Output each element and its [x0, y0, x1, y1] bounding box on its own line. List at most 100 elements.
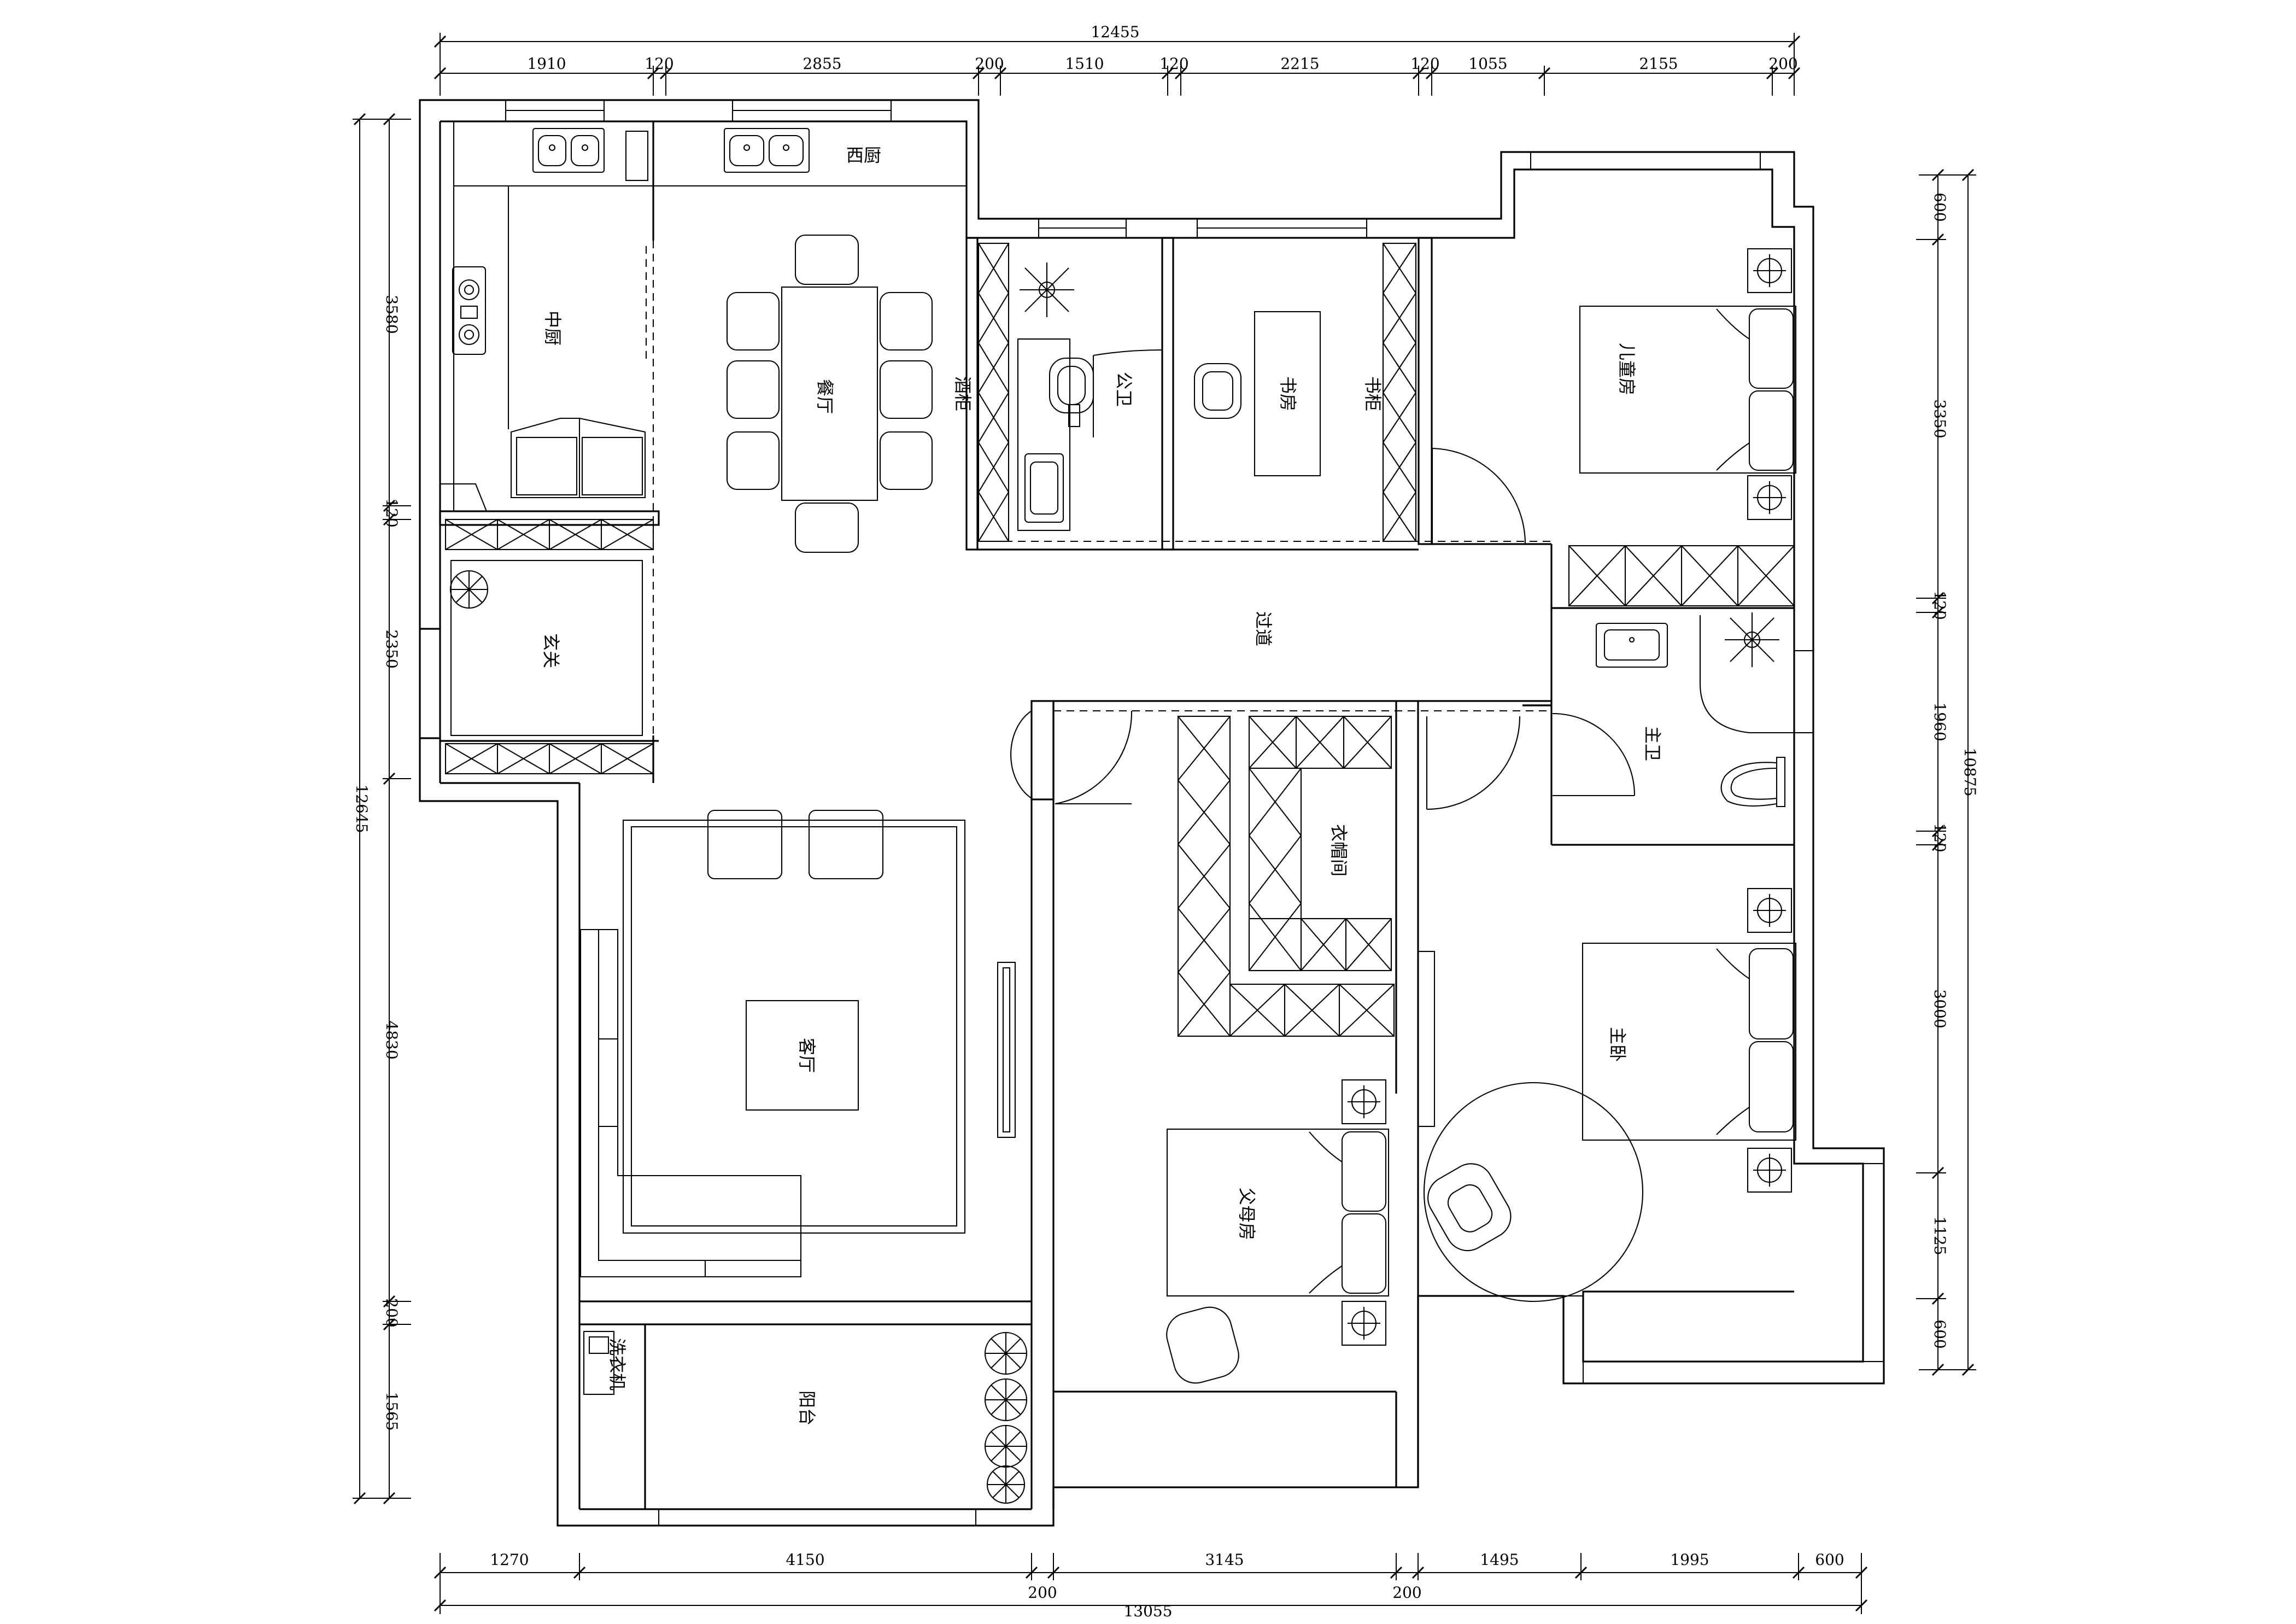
- windows: [505, 99, 1885, 1527]
- dim-bottom-1: 1270: [490, 1551, 529, 1569]
- dim-top-11: 200: [1768, 55, 1797, 73]
- dim-right-6: 3000: [1931, 989, 1949, 1028]
- dimension-texts: 12455 1910 120 2855 200 1510 120 2215 12…: [353, 23, 1979, 1620]
- shower-icon: [1725, 612, 1779, 667]
- dim-bottom-5: 1995: [1670, 1551, 1709, 1569]
- dim-right-3: 120: [1931, 591, 1949, 620]
- room-label-washer: 洗衣机: [607, 1338, 628, 1391]
- armchair-icon: [707, 809, 884, 880]
- carpet-icon: [622, 819, 966, 1234]
- dim-right-1: 600: [1931, 192, 1949, 221]
- dim-right-7: 1125: [1931, 1216, 1949, 1255]
- dim-bottom-sub-1: 200: [1028, 1584, 1057, 1602]
- dimension-lines: [353, 33, 1976, 1614]
- master-bathroom-fixtures: [1595, 612, 1794, 808]
- dim-bottom-3: 3145: [1205, 1551, 1244, 1569]
- furniture: [440, 121, 1797, 1504]
- cabinet-row-icon: [444, 518, 654, 551]
- dim-left-3: 2350: [383, 629, 401, 668]
- room-label-study: 书房: [1278, 376, 1298, 411]
- room-label-wine-cabinet: 酒柜: [952, 376, 973, 411]
- washing-machine-icon: [583, 1330, 615, 1395]
- dim-left-4: 4830: [383, 1020, 401, 1059]
- room-label-master-bath: 主卫: [1642, 726, 1663, 761]
- dim-right-2: 3350: [1931, 399, 1949, 438]
- kitchen-sink-icon: [532, 127, 605, 173]
- dim-top-5: 1510: [1065, 55, 1104, 73]
- door-icon: [1426, 716, 1521, 810]
- dim-bottom-total: 13055: [1123, 1602, 1172, 1620]
- dim-top-1: 1910: [527, 55, 566, 73]
- rug-icon: [1423, 1082, 1644, 1302]
- washbasin-icon: [1595, 622, 1668, 668]
- dim-left-1: 3580: [383, 295, 401, 334]
- dim-top-9: 1055: [1468, 55, 1507, 73]
- dim-bottom-sub-2: 200: [1392, 1584, 1421, 1602]
- dim-right-5: 120: [1931, 823, 1949, 852]
- dim-top-total: 12455: [1091, 23, 1139, 41]
- doors: [1010, 447, 1636, 810]
- door-icon: [1010, 710, 1032, 799]
- fridge-icon: [625, 130, 649, 182]
- armchair-icon: [1166, 1306, 1239, 1384]
- room-label-child-room: 儿童房: [1616, 343, 1637, 395]
- openings: [419, 241, 1553, 1302]
- dim-top-8: 120: [1410, 55, 1439, 73]
- dim-top-10: 2155: [1639, 55, 1678, 73]
- corner-cabinet-icon: [510, 417, 646, 499]
- wine-cabinet-icon: [977, 242, 1010, 542]
- dining-table-icon: [781, 286, 878, 501]
- dim-bottom-6: 600: [1815, 1551, 1844, 1569]
- dining-chair-icon: [726, 234, 933, 553]
- room-label-walk-in-closet: 衣帽间: [1328, 824, 1349, 877]
- washbasin-icon: [1024, 453, 1064, 523]
- double-bed-icon: [1166, 1128, 1390, 1297]
- dim-bottom-4: 1495: [1480, 1551, 1519, 1569]
- office-chair-icon: [1193, 363, 1242, 419]
- toilet-icon: [1720, 756, 1786, 808]
- room-label-master-bedroom: 主卧: [1607, 1027, 1628, 1062]
- room-labels: 西厨 中厨 餐厅 酒柜 公卫 书房 书柜 儿童房 玄关 过道 主卫 衣帽间 客厅…: [541, 145, 1663, 1426]
- dim-top-6: 120: [1159, 55, 1188, 73]
- room-label-parents-room: 父母房: [1237, 1188, 1257, 1240]
- desk-icon: [1254, 311, 1321, 477]
- dim-top-3: 2855: [803, 55, 841, 73]
- room-label-western-kitchen: 西厨: [846, 145, 881, 166]
- nightstand-lamp-icon: [1747, 887, 1793, 1193]
- bookcase-icon: [1382, 242, 1417, 542]
- room-label-balcony: 阳台: [796, 1391, 817, 1426]
- dim-top-2: 120: [645, 55, 673, 73]
- dim-left-2: 120: [383, 498, 401, 527]
- dim-right-8: 600: [1931, 1319, 1949, 1348]
- room-label-bookcase: 书柜: [1362, 376, 1383, 411]
- stove-icon: [452, 266, 487, 355]
- dim-left-total: 12645: [353, 784, 371, 833]
- dim-top-7: 2215: [1280, 55, 1319, 73]
- dim-right-total: 10875: [1961, 747, 1979, 796]
- room-label-chinese-kitchen: 中厨: [542, 311, 563, 346]
- plant-row-icon: [984, 1331, 1028, 1504]
- room-label-dining: 餐厅: [815, 379, 835, 414]
- single-bed-icon: [1579, 305, 1797, 474]
- coffee-table-icon: [745, 1000, 859, 1111]
- room-label-foyer: 玄关: [541, 633, 561, 668]
- double-bed-icon: [1582, 942, 1797, 1141]
- dim-left-6: 1565: [383, 1392, 401, 1430]
- dim-top-4: 200: [975, 55, 1004, 73]
- door-icon: [1552, 712, 1636, 797]
- dim-right-4: 1960: [1931, 702, 1949, 741]
- public-bathroom-fixtures: [1017, 262, 1163, 531]
- dim-bottom-2: 4150: [786, 1551, 824, 1569]
- lounge-chair-icon: [1427, 1163, 1512, 1252]
- wardrobe-icon: [1177, 715, 1395, 1037]
- sofa-icon: [579, 928, 802, 1278]
- cabinet-row-icon: [1568, 545, 1795, 607]
- shoe-cabinet-icon: [444, 743, 654, 775]
- western-kitchen-sink-icon: [723, 127, 810, 173]
- plant-icon: [449, 570, 489, 609]
- nightstand-lamp-icon: [1341, 1079, 1387, 1346]
- shower-icon: [1020, 262, 1074, 317]
- nightstand-lamp-icon: [1747, 248, 1793, 521]
